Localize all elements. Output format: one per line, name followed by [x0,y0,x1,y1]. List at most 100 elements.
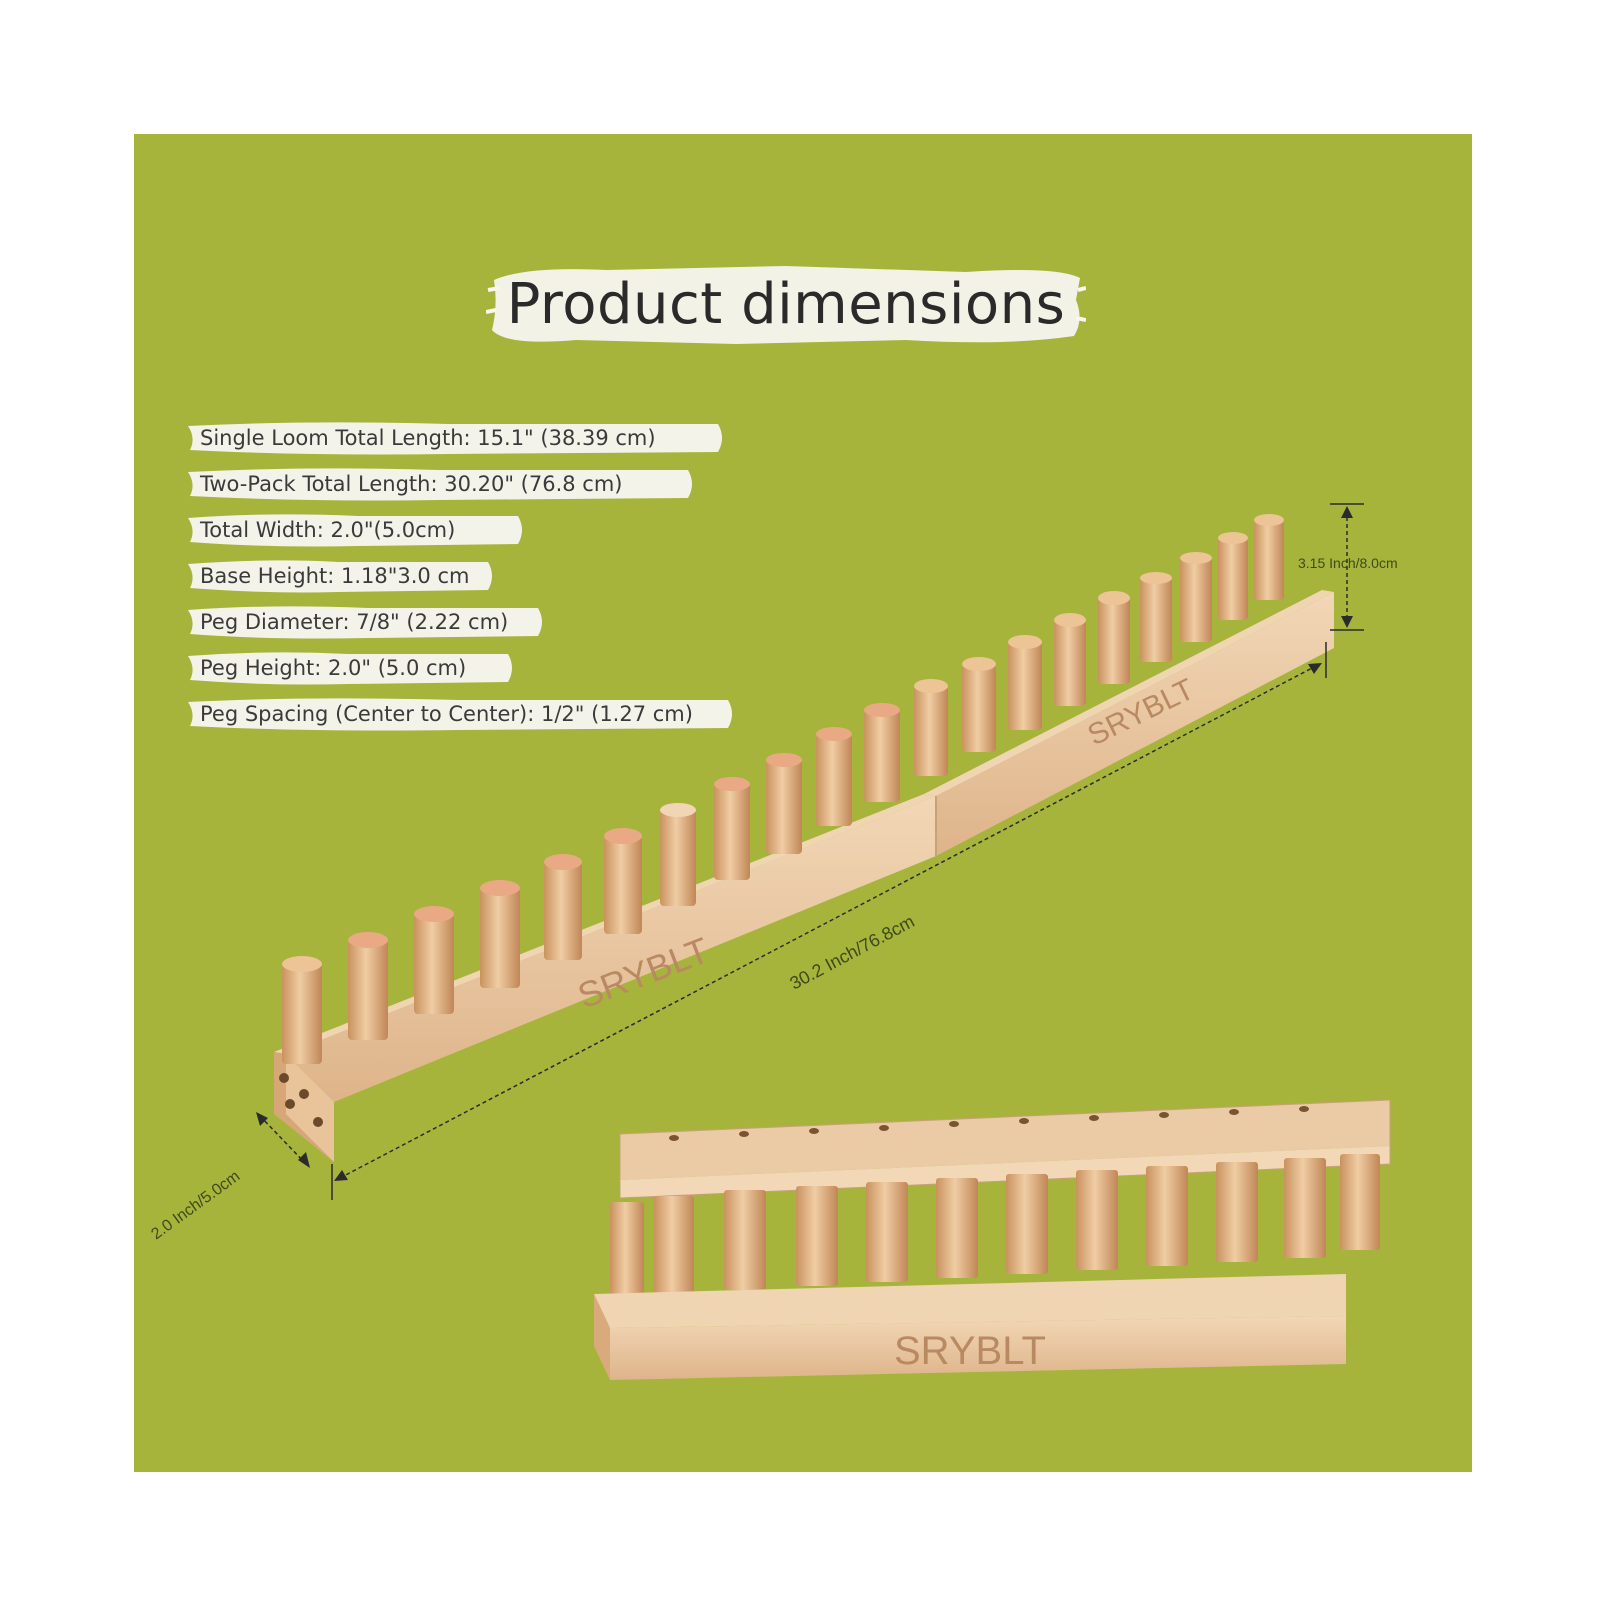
peg-row [282,703,900,1064]
title-banner: Product dimensions [486,260,1086,348]
peg [796,1186,838,1286]
peg [714,784,750,880]
peg [1254,520,1284,600]
peg [1216,1162,1258,1262]
spec-peg-spacing: Peg Spacing (Center to Center): 1/2" (1.… [188,696,732,732]
bottom-loom-end [594,1294,610,1380]
end-hole [285,1099,295,1109]
peg-top [604,828,642,844]
peg [914,686,948,776]
peg [1284,1158,1326,1258]
peg [654,1196,694,1296]
peg [1180,558,1212,642]
spec-text: Peg Height: 2.0" (5.0 cm) [200,656,467,680]
peg-top [480,880,520,896]
peg [660,810,696,906]
peg-top [1140,572,1172,584]
loom-base-end-face [286,1054,334,1162]
peg-top [816,727,852,741]
peg [962,664,996,752]
peg-top [914,679,948,693]
spec-text: Total Width: 2.0"(5.0cm) [200,518,456,542]
spec-text: Base Height: 1.18"3.0 cm [200,564,470,588]
chalk-brush-background [188,468,692,501]
peg-top [1180,552,1212,564]
chalk-brush-background [188,652,512,685]
peg [1340,1154,1380,1250]
top-loom-face [620,1100,1390,1180]
peg [724,1190,766,1290]
peg [766,760,802,854]
peg-top [660,803,696,817]
spec-base-height: Base Height: 1.18"3.0 cm [188,558,492,594]
peg [348,940,388,1040]
product-panel: Product dimensions Single Loom Total Len… [134,134,1472,1472]
peg [1006,1174,1048,1274]
peg-row [914,514,1284,776]
loom-base-front [286,796,936,1102]
peg-top [282,956,322,972]
peg [1008,642,1042,730]
top-loom-front [620,1146,1390,1198]
peg-top [1254,514,1284,526]
loom-illustration: SRYBLT SRYBLT [148,503,1398,1380]
peg-top [544,854,582,870]
two-pack-loom: SRYBLT SRYBLT [274,514,1334,1162]
chalk-brush-background [188,422,722,455]
spec-total-width: Total Width: 2.0"(5.0cm) [188,512,522,548]
peg [1218,538,1248,620]
stacked-looms: SRYBLT [594,1099,1391,1380]
spec-peg-diameter: Peg Diameter: 7/8" (2.22 cm) [188,604,542,640]
end-hole [299,1089,309,1099]
end-hole [313,1117,323,1127]
width-dimension: 2.0 Inch/5.0cm [148,1112,310,1243]
page-title: Product dimensions [506,271,1066,337]
spec-single-loom-length: Single Loom Total Length: 15.1" (38.39 c… [188,420,722,456]
chalk-brush-background [188,606,542,639]
length-label: 30.2 Inch/76.8cm [786,911,917,993]
bottom-loom-front [610,1316,1346,1380]
peg [1098,598,1130,684]
peg [1146,1166,1188,1266]
width-label: 2.0 Inch/5.0cm [148,1168,243,1243]
chalk-brush-background [188,560,492,593]
peg-top [766,753,802,767]
peg [1054,620,1086,706]
peg [544,862,582,960]
spec-text: Peg Spacing (Center to Center): 1/2" (1.… [200,702,693,726]
peg [282,964,322,1064]
height-dimension: 3.15 Inch/8.0cm [1298,503,1398,631]
peg [610,1202,644,1298]
loom-base-front [936,592,1334,856]
peg-top [1054,613,1086,627]
peg [480,888,520,988]
peg [1140,578,1172,662]
peg-top [962,657,996,671]
chalk-brush-background [188,698,732,731]
peg [936,1178,978,1278]
end-hole [279,1073,289,1083]
spec-text: Two-Pack Total Length: 30.20" (76.8 cm) [200,472,623,496]
peg [816,734,852,826]
brand-logo: SRYBLT [894,1329,1046,1373]
peg-top [1218,532,1248,544]
peg [604,836,642,934]
spec-text: Peg Diameter: 7/8" (2.22 cm) [200,610,509,634]
chalk-brush-background [188,514,522,547]
spec-text: Single Loom Total Length: 15.1" (38.39 c… [200,426,656,450]
peg-top [1008,635,1042,649]
peg-top [414,906,454,922]
spec-two-pack-length: Two-Pack Total Length: 30.20" (76.8 cm) [188,466,692,502]
peg-top [864,703,900,717]
peg-top [1098,591,1130,605]
peg [866,1182,908,1282]
height-label: 3.15 Inch/8.0cm [1298,555,1398,571]
chalk-brush-background [486,266,1086,344]
stacked-pegs [610,1154,1380,1298]
peg-top [714,777,750,791]
peg [864,710,900,802]
peg [414,914,454,1014]
peg [1076,1170,1118,1270]
spec-peg-height: Peg Height: 2.0" (5.0 cm) [188,650,512,686]
loom-base-top [924,590,1334,796]
